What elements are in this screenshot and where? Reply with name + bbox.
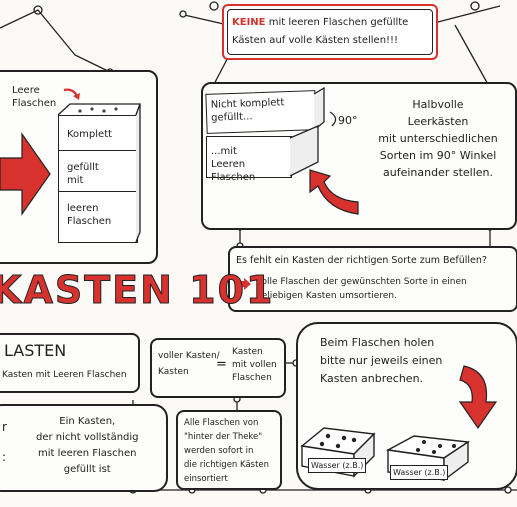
voller-kasten-right: Kasten mit vollen Flaschen (232, 347, 277, 383)
crate-right-label: Wasser (z.B.) (390, 465, 449, 480)
crate-left-label: Wasser (z.B.) (308, 458, 367, 473)
kasten-definition-box: LASTEN Kasten mit Leeren Flaschen (0, 333, 140, 393)
small-red-arrow-icon (236, 278, 251, 290)
small-red-arrow-icon (63, 88, 80, 100)
stack-box-middle: gefüllt mit (58, 150, 138, 192)
voller-kasten-box: voller Kasten/ Kasten = Kasten mit volle… (150, 338, 286, 398)
warning-keine: KEINE (232, 17, 266, 28)
theke-box: Alle Flaschen von "hinter der Theke" wer… (176, 410, 282, 490)
stack-box-middle-label: gefüllt mit (67, 162, 99, 186)
stack-3d-edges (57, 103, 141, 243)
warning-line2: Kästen auf volle Kästen stellen!!! (232, 35, 399, 46)
big-red-right-arrow-icon (0, 132, 51, 216)
stack-box-bottom: leeren Flaschen (58, 191, 138, 243)
warning-sign: KEINE mit leeren Flaschen gefüllte Käste… (222, 4, 438, 60)
voller-kasten-eq: = (216, 357, 227, 372)
angle-label: 90° (338, 114, 358, 127)
curved-red-arrow-icon (309, 169, 359, 215)
kasten-heading: LASTEN (4, 341, 67, 360)
kasten-sub: Kasten mit Leeren Flaschen (2, 370, 127, 380)
flaschen-holen-text: Beim Flaschen holen bitte nur jeweils ei… (320, 336, 443, 385)
stack-box-bottom-label: leeren Flaschen (67, 203, 112, 227)
unvollstaendig-partial: r : (2, 420, 7, 464)
fehlt-answer: Volle Flaschen der gewünschten Sorte in … (256, 277, 467, 301)
tilted-box-bottom: ...mit Leeren Flaschen (206, 136, 292, 183)
down-red-arrow-icon (458, 365, 498, 430)
fehlt-question: Es fehlt ein Kasten der richtigen Sorte … (236, 255, 487, 266)
tilted-box-top-label: Nicht komplett gefüllt... (210, 97, 285, 124)
leere-flaschen-label: Leere Flaschen (12, 85, 57, 109)
page-title: KASTEN 101 (0, 268, 275, 313)
unvollstaendig-box: r : Ein Kasten, der nicht vollständig mi… (0, 404, 168, 492)
fehlt-box: Es fehlt ein Kasten der richtigen Sorte … (228, 246, 517, 312)
halbvolle-text: Halbvolle Leerkästen mit unterschiedlich… (378, 98, 498, 179)
theke-text: Alle Flaschen von "hinter der Theke" wer… (184, 418, 270, 484)
unvollstaendig-text: Ein Kasten, der nicht vollständig mit le… (36, 416, 139, 475)
tilted-box-3d-edges (289, 86, 325, 177)
warning-line1: mit leeren Flaschen gefüllte (268, 17, 409, 28)
tilted-box-bottom-label: ...mit Leeren Flaschen (211, 146, 256, 183)
rotate-icon (329, 111, 337, 127)
stack-box-top-label: Komplett (67, 129, 113, 140)
voller-kasten-left: voller Kasten/ Kasten (158, 351, 220, 377)
